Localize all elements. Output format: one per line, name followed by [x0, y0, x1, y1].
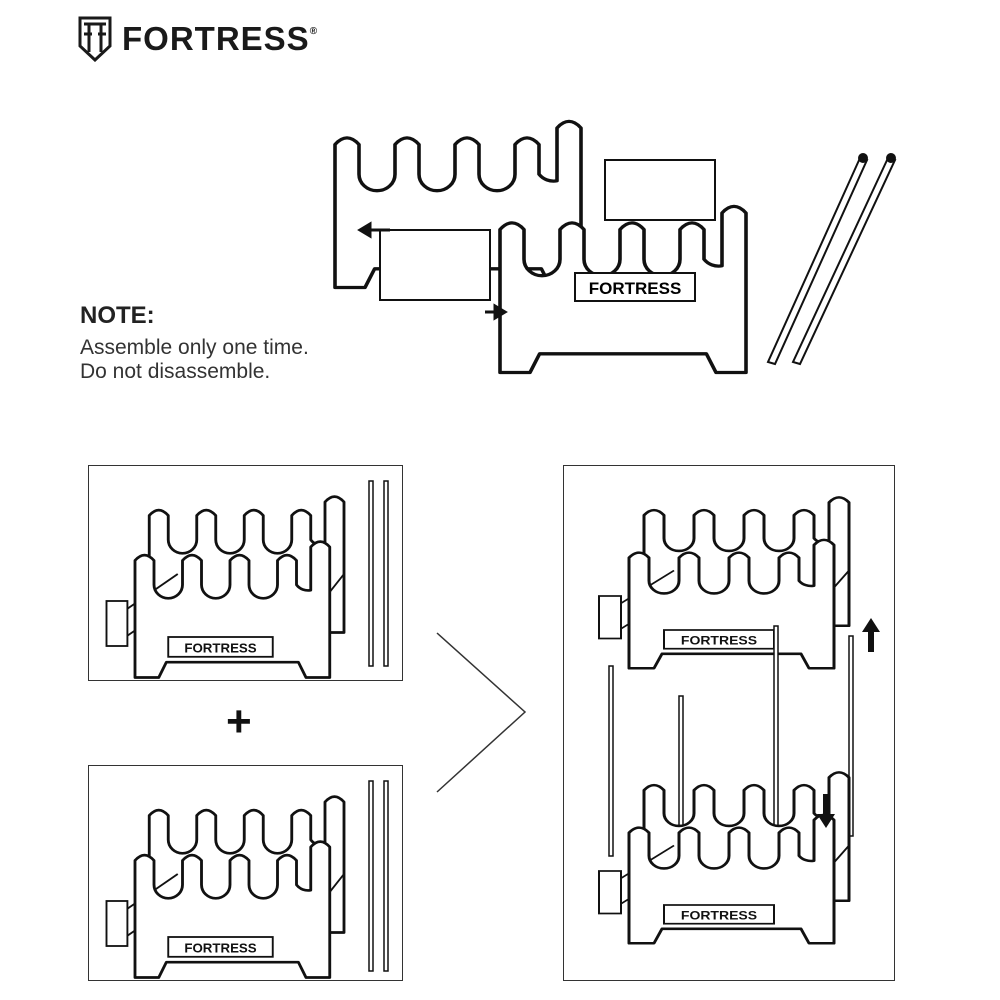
double-arrow-icon: [357, 221, 508, 321]
arrow-up-icon: [862, 618, 880, 652]
brand-logo: FORTRESS®: [78, 16, 318, 62]
rack-plate-label: FORTRESS: [589, 279, 682, 298]
support-rods: [766, 153, 897, 366]
assembly-note: NOTE: Assemble only one time. Do not dis…: [80, 302, 309, 384]
chevron-right-icon: [436, 632, 527, 793]
step-panel-rack-2: [88, 765, 403, 981]
fortress-shield-icon: [78, 16, 112, 62]
note-line: Assemble only one time.: [80, 336, 309, 359]
crossbar-front: [379, 229, 491, 301]
brand-name: FORTRESS®: [122, 20, 319, 57]
note-line: Do not disassemble.: [80, 360, 271, 383]
step-panel-stacked-rack: [563, 465, 895, 981]
crossbar-back: [604, 159, 716, 221]
step-panel-rack-1: [88, 465, 403, 681]
note-title: NOTE:: [80, 302, 155, 329]
combine-plus-symbol: +: [226, 697, 252, 746]
exploded-assembly-diagram: FORTRESS: [333, 119, 897, 375]
arrow-down-icon: [817, 794, 835, 828]
